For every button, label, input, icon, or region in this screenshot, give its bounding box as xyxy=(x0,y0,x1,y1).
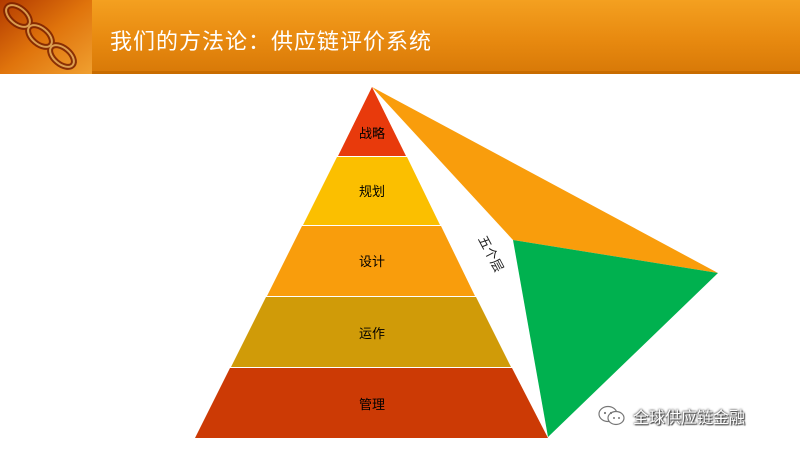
chain-logo-icon xyxy=(0,0,92,74)
pyramid-layer-label: 管理 xyxy=(359,398,385,413)
wechat-icon xyxy=(598,405,625,426)
prism-front-face xyxy=(513,240,718,437)
pyramid-layer-4 xyxy=(231,297,511,367)
five-layers-label: 五个层 xyxy=(474,234,506,275)
pyramid-layer-label: 设计 xyxy=(359,255,385,270)
watermark-text: 全球供应链金融 xyxy=(633,408,746,427)
pyramid-layer-3 xyxy=(267,226,475,296)
slide-title: 我们的方法论：供应链评价系统 xyxy=(110,30,433,55)
prism-top-face xyxy=(372,87,718,273)
header-bar: 我们的方法论：供应链评价系统 xyxy=(0,0,800,74)
pyramid-layer-2 xyxy=(303,157,440,225)
pyramid-layer-label: 战略 xyxy=(359,126,385,142)
pyramid-layer-label: 规划 xyxy=(359,185,385,200)
pyramid-layer-label: 运作 xyxy=(359,327,385,342)
watermark: 全球供应链金融 xyxy=(597,404,745,428)
pyramid-layer-5 xyxy=(195,368,548,438)
pyramid-layer-1 xyxy=(338,87,406,156)
